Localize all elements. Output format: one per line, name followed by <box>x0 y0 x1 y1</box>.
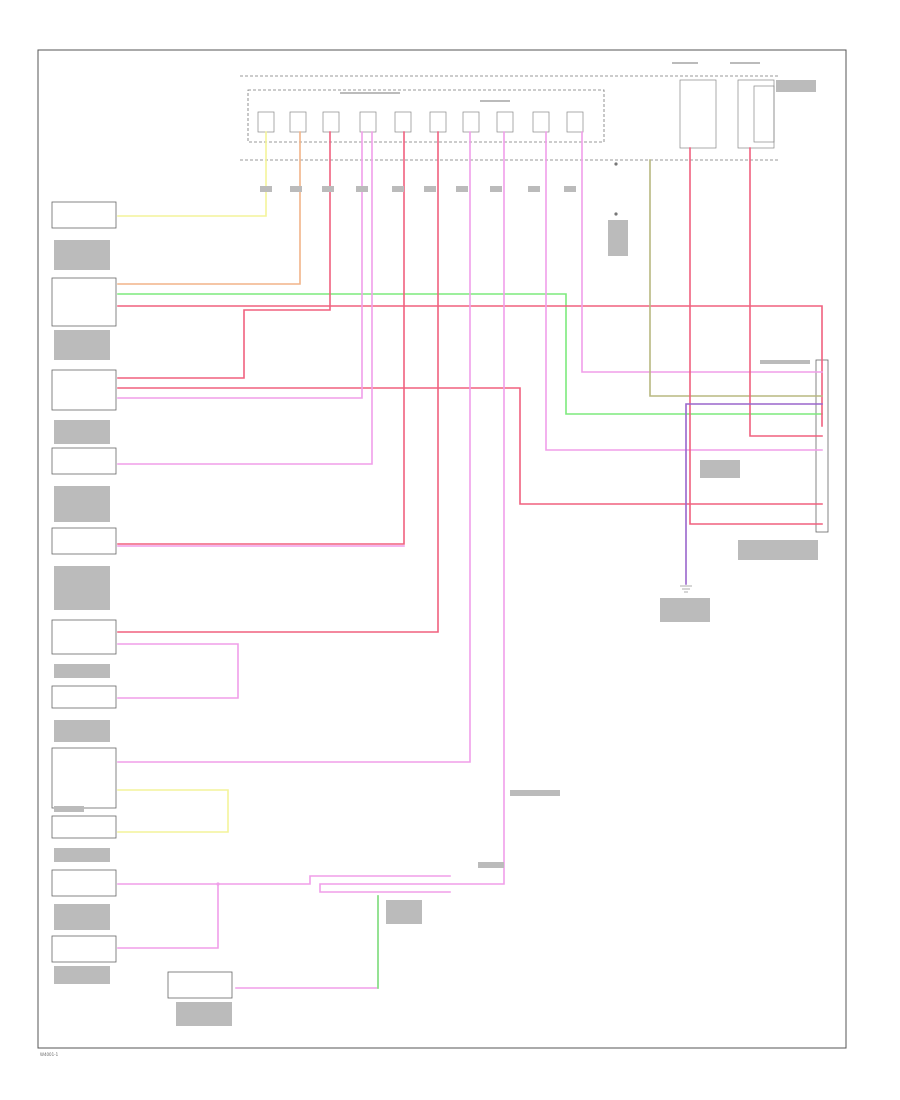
wire-pink-6 <box>117 883 219 949</box>
wire-olive <box>649 159 823 397</box>
central-module-box <box>247 89 605 143</box>
module-pin-blocks <box>257 111 584 133</box>
wire-pink-4 <box>117 131 471 763</box>
diagram-frame <box>37 49 847 1049</box>
wire-red-7 <box>689 147 823 525</box>
wire-red-main <box>117 305 823 427</box>
wire-pink-1 <box>117 131 363 399</box>
wire-orange <box>117 131 301 285</box>
wire-pink-10 <box>545 131 823 451</box>
wire-red-2 <box>117 131 331 379</box>
wire-yellow-top <box>117 131 267 217</box>
decorative-label-marks <box>54 62 818 1026</box>
wire-red-6 <box>117 643 239 699</box>
footer-ref: W4001-1 <box>40 1052 59 1057</box>
wire-red-3 <box>117 387 823 505</box>
wire-pink-8 <box>235 895 379 989</box>
wire-red-4 <box>117 131 405 545</box>
wire-red-5 <box>117 131 439 633</box>
wire-red-8 <box>749 147 823 437</box>
relay-box-3 <box>753 85 775 143</box>
relay-box-2 <box>737 79 775 149</box>
wire-green-1 <box>117 293 823 415</box>
ground-icon <box>680 585 692 593</box>
wire-yellow-bottom <box>117 789 229 833</box>
wire-pink-7 <box>319 131 505 893</box>
wire-pink-2 <box>117 131 373 465</box>
wire-pink-5 <box>117 875 451 885</box>
junction-icon <box>216 162 618 886</box>
wire-purple <box>685 403 823 585</box>
wire-pink-9 <box>581 131 823 373</box>
relay-box-1 <box>679 79 717 149</box>
